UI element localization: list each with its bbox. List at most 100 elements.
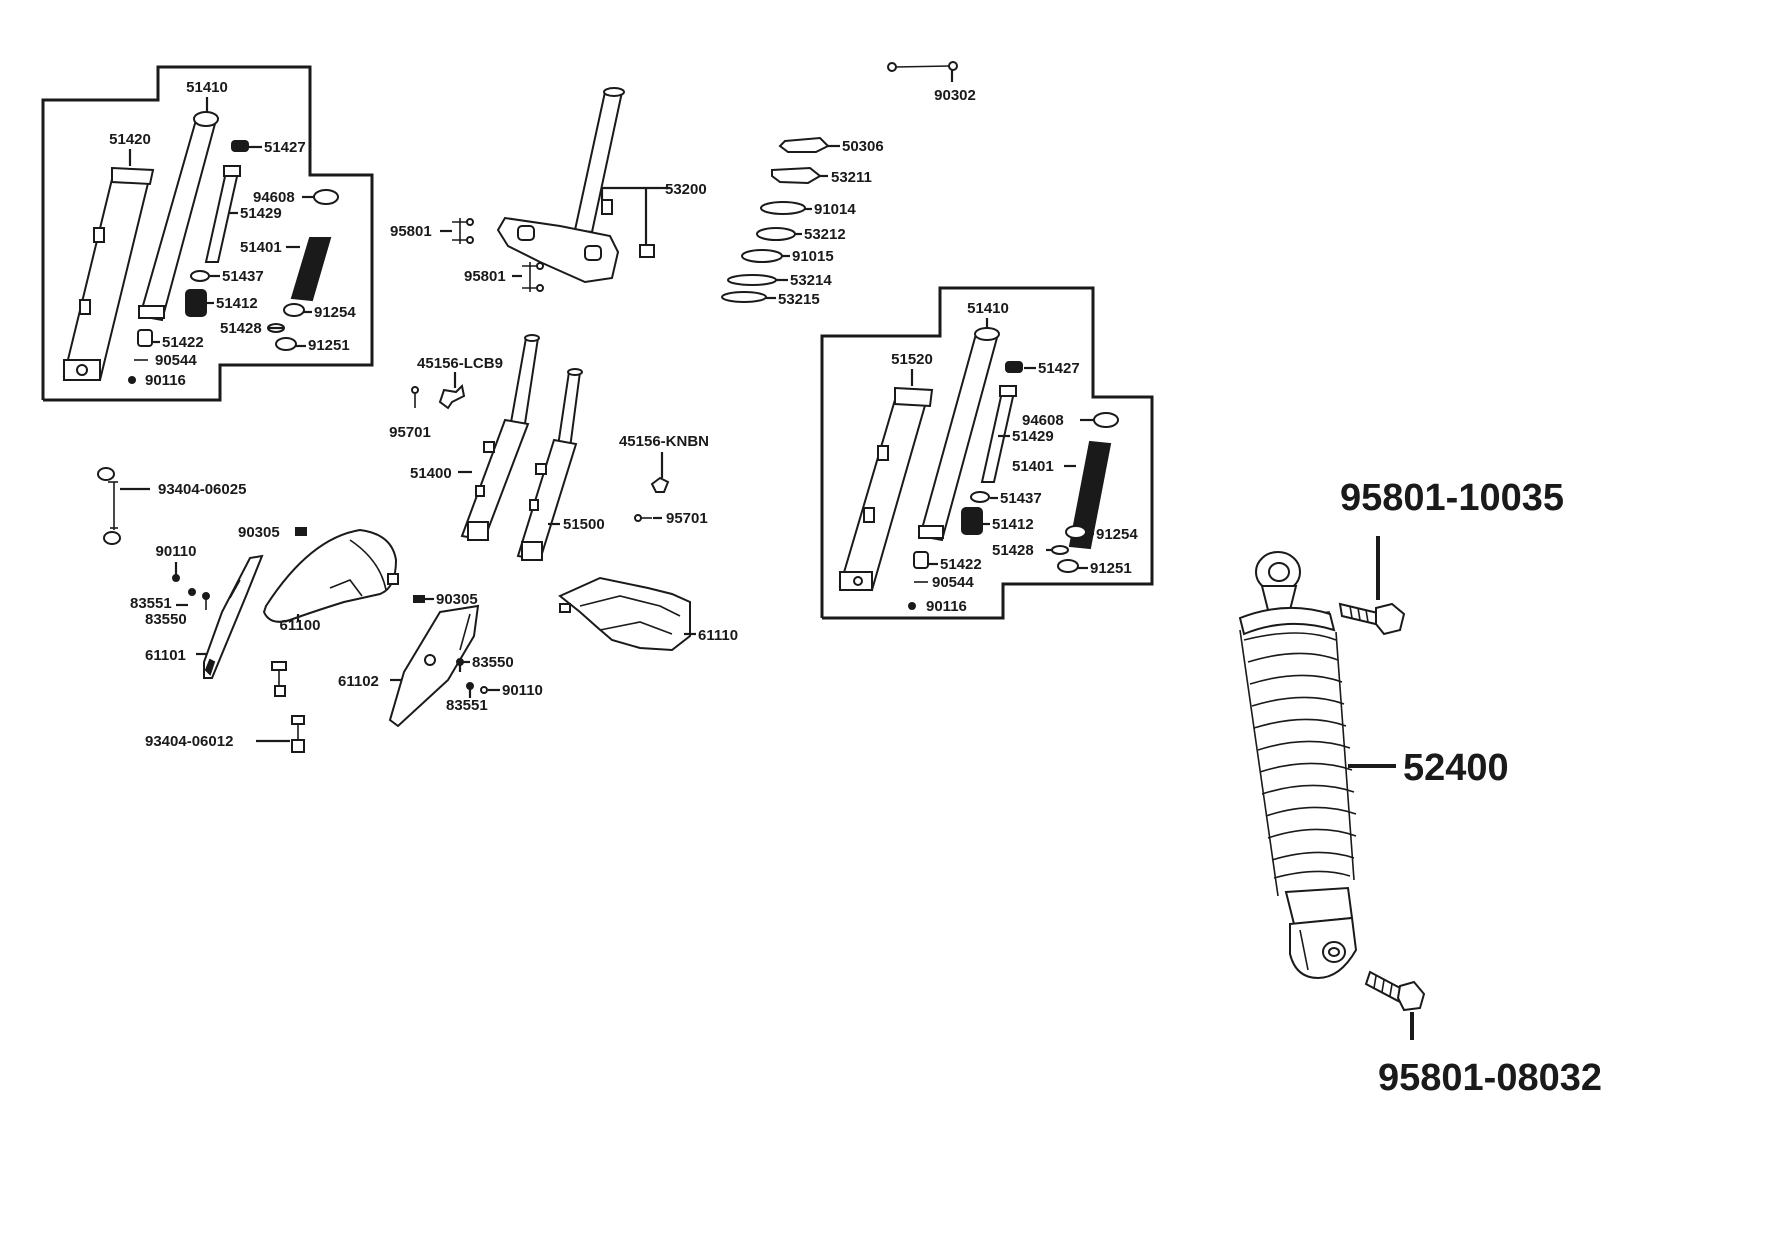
label-91015: 91015 bbox=[792, 248, 834, 265]
damper-rod-51429-right bbox=[980, 385, 1017, 483]
spring-51401-left bbox=[290, 237, 332, 302]
fork-inner-tube-51410 bbox=[138, 111, 219, 322]
screw-90302 bbox=[887, 61, 958, 82]
label-53214: 53214 bbox=[790, 272, 832, 289]
label-83551-lower: 83551 bbox=[446, 697, 488, 714]
label-51422-left: 51422 bbox=[162, 334, 204, 351]
spring-51412-left bbox=[185, 289, 207, 317]
label-51428-right: 51428 bbox=[992, 542, 1034, 559]
bolt-95801-upper bbox=[452, 218, 474, 244]
label-91251-left: 91251 bbox=[308, 337, 350, 354]
race-53211 bbox=[771, 166, 822, 185]
bolt-93404-06012 bbox=[271, 661, 305, 753]
ring-94608-left bbox=[313, 189, 339, 205]
label-53212: 53212 bbox=[804, 226, 846, 243]
label-51410-right: 51410 bbox=[967, 300, 1009, 317]
screw-90110-upper bbox=[172, 574, 180, 582]
label-90116-left: 90116 bbox=[145, 372, 186, 389]
ball-race-91014 bbox=[760, 201, 806, 215]
label-95801-08032: 95801-08032 bbox=[1378, 1057, 1602, 1099]
label-90305-lower: 90305 bbox=[436, 591, 478, 608]
label-61102: 61102 bbox=[338, 673, 379, 690]
fork-outer-leg-51520 bbox=[838, 386, 934, 592]
label-91014: 91014 bbox=[814, 201, 856, 218]
label-51520-right: 51520 bbox=[891, 351, 933, 368]
label-51420-left: 51420 bbox=[109, 131, 151, 148]
label-95701-left: 95701 bbox=[389, 424, 431, 441]
label-95701-right: 95701 bbox=[666, 510, 708, 527]
ring-51437-right bbox=[970, 491, 990, 503]
label-90116-right: 90116 bbox=[926, 598, 967, 615]
right-detail-frame bbox=[820, 286, 1154, 620]
label-61100: 61100 bbox=[280, 617, 321, 634]
label-95801-lower: 95801 bbox=[464, 268, 506, 285]
label-95801-upper: 95801 bbox=[390, 223, 432, 240]
label-51437-left: 51437 bbox=[222, 268, 264, 285]
piece-51422-left bbox=[137, 329, 153, 347]
label-83550-upper: 83550 bbox=[145, 611, 187, 628]
label-51500: 51500 bbox=[563, 516, 605, 533]
label-83550-lower: 83550 bbox=[472, 654, 514, 671]
label-83551-upper: 83551 bbox=[130, 595, 172, 612]
left-fork-detail-group: 51410 51420 51427 94608 51429 51401 5143… bbox=[41, 65, 374, 402]
bolt-95701-left bbox=[411, 386, 419, 408]
ball-race-91015 bbox=[741, 249, 783, 263]
label-95801-10035: 95801-10035 bbox=[1340, 477, 1564, 519]
label-91254-left: 91254 bbox=[314, 304, 356, 321]
race-53212 bbox=[756, 227, 796, 241]
label-90544-left: 90544 bbox=[155, 352, 197, 369]
label-90305-upper: 90305 bbox=[238, 524, 280, 541]
label-51412-left: 51412 bbox=[216, 295, 258, 312]
damper-rod-51429-left bbox=[204, 165, 241, 263]
label-90544-right: 90544 bbox=[932, 574, 974, 591]
bracket-61110 bbox=[558, 576, 691, 652]
steering-stem-group: 90302 53200 95801 bbox=[390, 61, 976, 308]
nut-83551-upper bbox=[188, 588, 196, 596]
screw-90305-upper bbox=[295, 527, 307, 536]
bolt-90116-right bbox=[908, 602, 916, 610]
fork-51500 bbox=[516, 368, 583, 562]
label-53211: 53211 bbox=[831, 169, 872, 186]
bolt-95801-10035 bbox=[1338, 602, 1406, 636]
race-53214 bbox=[727, 274, 777, 286]
seal-91251-left bbox=[275, 337, 297, 351]
rear-shock-group: 52400 95801-10035 95801-08032 bbox=[1238, 477, 1602, 1099]
bolt-90116-left bbox=[128, 376, 136, 384]
seal-53215 bbox=[721, 291, 767, 303]
label-61110: 61110 bbox=[698, 627, 738, 644]
spring-51401-right bbox=[1068, 440, 1112, 550]
label-51427-left: 51427 bbox=[264, 139, 306, 156]
ring-94608-right bbox=[1093, 412, 1119, 428]
fork-inner-tube-51410-right bbox=[918, 327, 1000, 542]
label-51400: 51400 bbox=[410, 465, 452, 482]
fork-51400 bbox=[460, 334, 540, 542]
ring-51437-left bbox=[190, 270, 210, 282]
label-93404-06012: 93404-06012 bbox=[145, 733, 233, 750]
label-51410-left: 51410 bbox=[186, 79, 228, 96]
label-51429-left: 51429 bbox=[240, 205, 282, 222]
label-51412-right: 51412 bbox=[992, 516, 1034, 533]
spring-51412-right bbox=[961, 507, 983, 535]
cover-61101 bbox=[203, 554, 264, 679]
label-51427-right: 51427 bbox=[1038, 360, 1080, 377]
bolt-95701-right bbox=[634, 514, 652, 522]
bracket-45156-KNBN bbox=[650, 476, 670, 493]
bolt-93404-06025 bbox=[97, 467, 121, 545]
ring-51428-right bbox=[1051, 545, 1069, 555]
screw-90305-lower bbox=[413, 595, 425, 603]
nut-50306 bbox=[778, 136, 830, 153]
seal-91251-right bbox=[1057, 559, 1079, 573]
label-53215: 53215 bbox=[778, 291, 820, 308]
label-51422-right: 51422 bbox=[940, 556, 982, 573]
label-50306: 50306 bbox=[842, 138, 884, 155]
label-90110-lower: 90110 bbox=[502, 682, 543, 699]
right-fork-detail-group: 51410 51520 51427 94608 51429 51401 5143… bbox=[820, 286, 1154, 620]
bolt-95801-08032 bbox=[1364, 970, 1426, 1012]
label-52400: 52400 bbox=[1403, 747, 1509, 789]
cap-51427-left bbox=[231, 140, 249, 152]
piece-51422-right bbox=[913, 551, 929, 569]
coil-spring bbox=[1239, 629, 1357, 897]
fenders-group: 93404-06025 90305 90110 83551 83550 6110… bbox=[97, 467, 738, 753]
label-53200: 53200 bbox=[665, 181, 707, 198]
